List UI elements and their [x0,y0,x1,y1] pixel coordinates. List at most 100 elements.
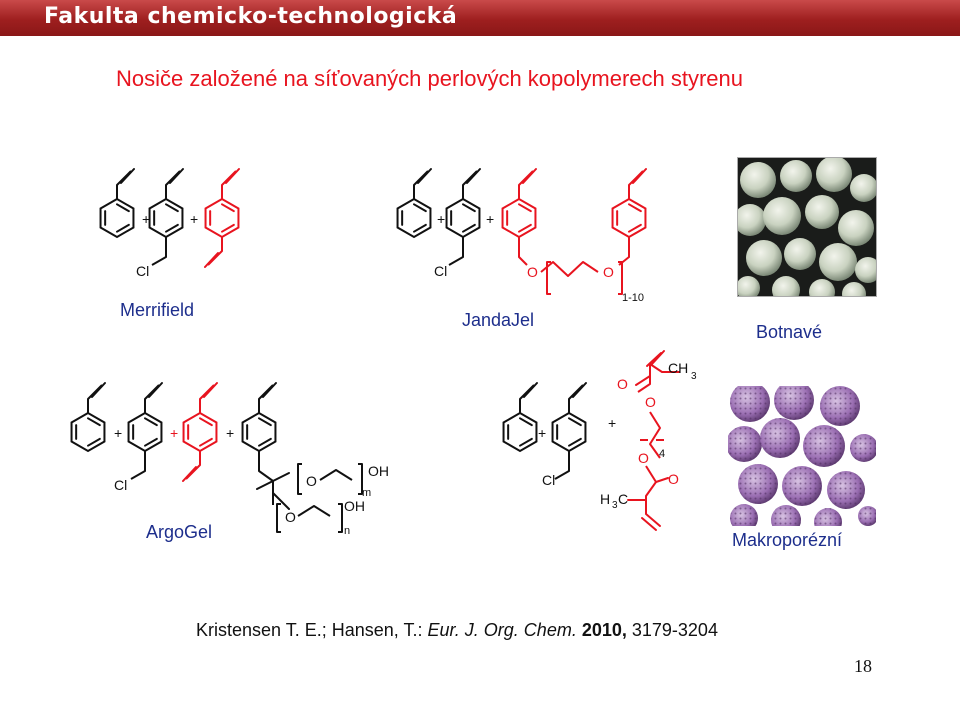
oxygen-label: O [285,509,296,525]
bond [272,472,290,482]
bracket [338,503,343,533]
citation-journal: Eur. J. Org. Chem. [427,620,577,640]
double-bond [655,477,669,483]
vinyl-group [199,384,215,413]
faculty-title: Fakulta chemicko-technologická [44,4,458,29]
plus-sign: + [538,425,546,441]
macroporous-bead [814,508,842,526]
ring-double-bond [116,223,130,233]
repeat-n-label: n [344,525,350,537]
macroporous-bead [771,505,801,526]
vinyl-double-bond [522,168,537,184]
bond [272,492,290,510]
macroporous-bead [760,418,800,458]
hydroxyl-label: OH [368,463,389,479]
vinyl-group [207,237,223,266]
benzene-ring [396,197,432,239]
bracket [546,261,551,295]
plus-sign: + [190,211,198,227]
subscript-label: 3 [691,371,697,382]
vinyl-double-bond [572,382,587,398]
bond [256,480,274,490]
vinyl-double-bond [262,382,277,398]
macroporous-bead [774,386,814,420]
oxygen-label: O [638,450,649,466]
benzene-ring [99,197,135,239]
bead [740,162,776,198]
ring-double-bond [144,437,158,447]
ring-double-bond [199,437,213,447]
subscript-label: 3 [612,500,618,511]
vinyl-group [462,170,478,199]
vinyl-double-bond [523,382,538,398]
chain [518,256,528,266]
vinyl-double-bond [120,168,135,184]
ring-double-bond [413,203,427,213]
macroporous-bead [850,434,876,462]
chain [618,256,630,266]
bead [746,240,782,276]
plus-sign: + [114,425,122,441]
vinyl-group [568,384,584,413]
vinyl-group [221,170,237,199]
chain [151,256,167,266]
vinyl-group [518,170,534,199]
bead [738,204,766,236]
chlorine-label: Cl [136,263,149,279]
ring-double-bond [221,203,235,213]
methyl-label: H [600,491,610,507]
bracket [297,463,302,495]
plus-sign: + [486,211,494,227]
vinyl-group [116,170,132,199]
label-merrifield: Merrifield [120,300,195,320]
ring-double-bond [258,437,272,447]
chain [540,261,599,277]
bracket [276,503,281,533]
citation-pages: 3179-3204 [626,620,718,640]
bead [772,276,800,296]
chlorine-label: Cl [114,477,127,493]
vinyl-double-bond [182,466,197,482]
bead [855,257,876,283]
bracket [618,261,623,295]
ring-double-bond [116,203,130,213]
chain [554,470,570,480]
macroporous-bead [782,466,822,506]
macroporous-bead [738,464,778,504]
double-bond [646,352,662,367]
ring-double-bond [568,437,582,447]
vinyl-double-bond [169,168,184,184]
plus-sign: + [142,211,150,227]
vinyl-double-bond [417,168,432,184]
repeat-4-label: 4 [659,448,665,460]
double-bond [641,517,657,531]
page-number: 18 [854,656,872,676]
bead [838,210,874,246]
oxygen-label: O [306,473,317,489]
benzene-ring [70,411,106,453]
oxygen-label: O [645,394,656,410]
plus-sign: + [226,425,234,441]
ring-double-bond [568,417,582,427]
ring-double-bond [462,203,476,213]
chain [319,469,353,481]
bead [842,282,866,296]
header-bar: Fakulta chemicko-technologická [0,0,960,36]
methyl-label: C [618,491,628,507]
macroporous-bead [730,504,758,526]
photo-macroporous-beads [728,386,876,526]
ring-double-bond [165,223,179,233]
vinyl-double-bond [632,168,647,184]
ring-double-bond [628,203,642,213]
chlorine-label: Cl [542,472,555,488]
vinyl-double-bond [148,382,163,398]
chain [645,465,657,514]
label-botnave: Botnavé [756,322,823,342]
macroporous-bead [728,426,762,462]
vinyl-group [258,384,274,413]
ring-double-bond [628,223,642,233]
repeat-range-label: 1-10 [622,292,644,304]
ring-double-bond [144,417,158,427]
vinyl-group [185,451,201,480]
ring-double-bond [519,417,533,427]
